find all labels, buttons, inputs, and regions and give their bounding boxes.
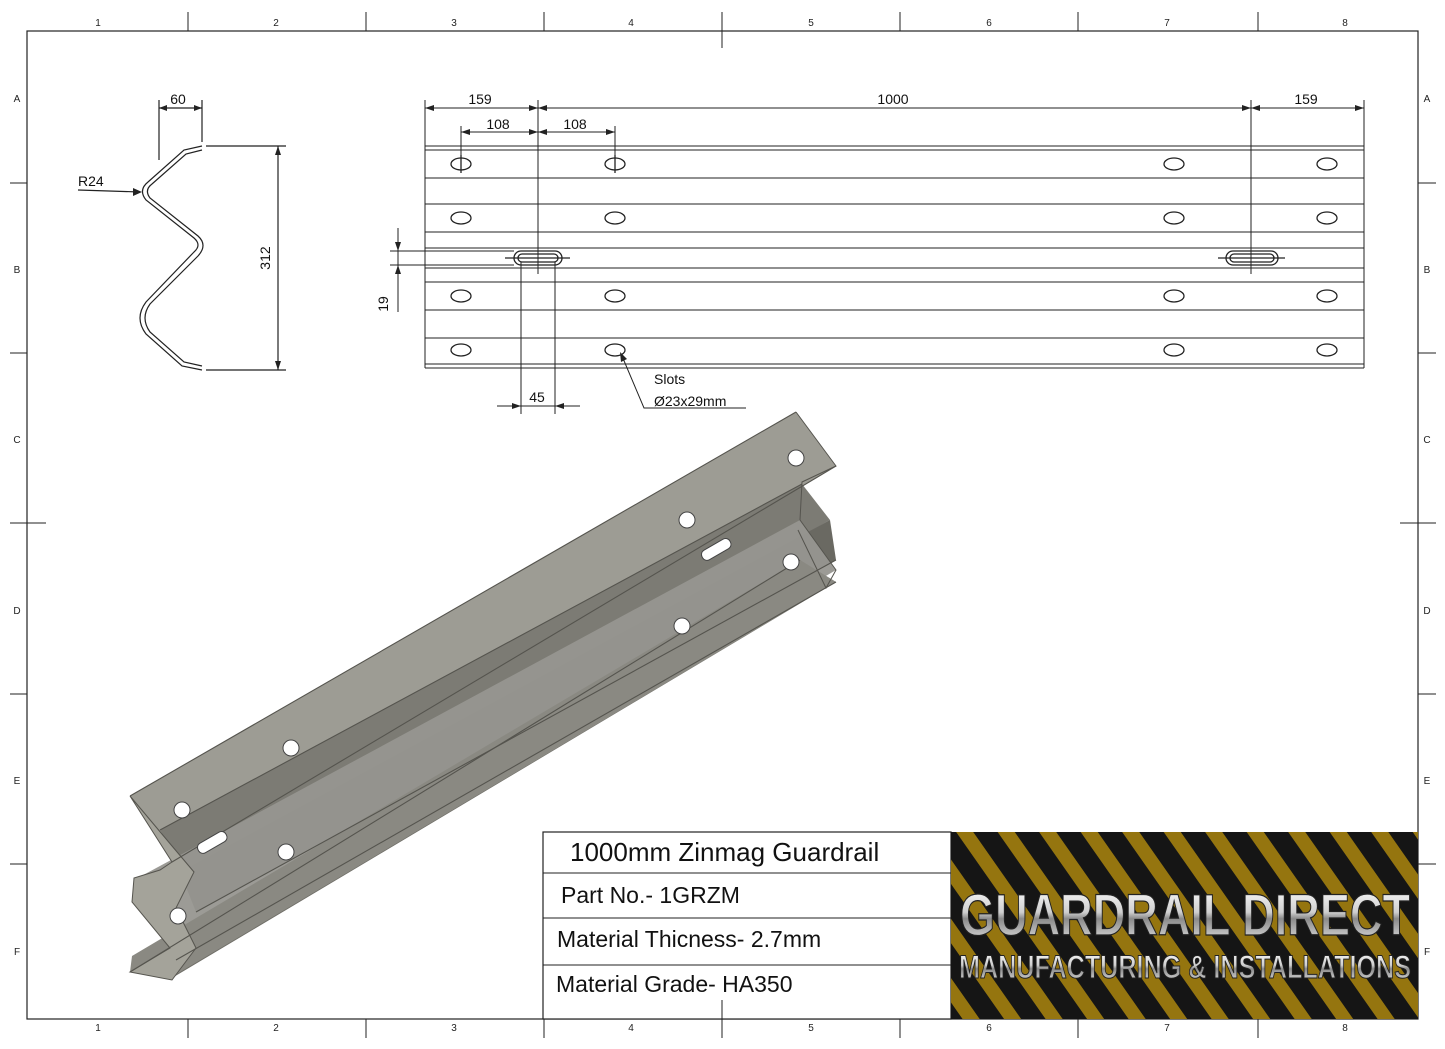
column-label-bottom: 7 bbox=[1164, 1023, 1170, 1034]
profile-height-dim: 312 bbox=[257, 246, 273, 270]
row-label-left: E bbox=[14, 776, 21, 787]
profile-view bbox=[77, 100, 286, 371]
row-label-right: D bbox=[1423, 606, 1430, 617]
splice-slots bbox=[505, 250, 1285, 266]
column-label-top: 2 bbox=[273, 18, 279, 29]
profile-radius-label: R24 bbox=[78, 173, 104, 189]
profile-outline-outer bbox=[139, 145, 203, 371]
dim-center-length: 1000 bbox=[877, 91, 908, 107]
column-label-top: 8 bbox=[1342, 18, 1348, 29]
profile-width-dim: 60 bbox=[170, 91, 186, 107]
row-label-left: A bbox=[14, 94, 21, 105]
column-label-bottom: 8 bbox=[1342, 1023, 1348, 1034]
column-label-bottom: 3 bbox=[451, 1023, 457, 1034]
row-label-right: B bbox=[1424, 265, 1431, 276]
slots-label: Slots bbox=[654, 371, 685, 387]
plan-view bbox=[390, 100, 1365, 414]
dim-slot-offset: 19 bbox=[375, 296, 391, 312]
bolt-holes bbox=[450, 155, 1338, 357]
column-label-bottom: 5 bbox=[808, 1023, 814, 1034]
row-label-left: F bbox=[14, 947, 20, 958]
column-label-top: 5 bbox=[808, 18, 814, 29]
dim-hole-right: 108 bbox=[563, 116, 587, 132]
row-label-left: B bbox=[14, 265, 21, 276]
dim-slot-length: 45 bbox=[529, 389, 545, 405]
dim-left-end: 159 bbox=[468, 91, 492, 107]
dim-right-end: 159 bbox=[1294, 91, 1318, 107]
column-label-bottom: 6 bbox=[986, 1023, 992, 1034]
column-label-top: 4 bbox=[628, 18, 634, 29]
row-label-right: E bbox=[1424, 776, 1431, 787]
profile-outline-inner bbox=[144, 149, 204, 367]
column-label-top: 3 bbox=[451, 18, 457, 29]
row-label-right: F bbox=[1424, 947, 1430, 958]
column-label-bottom: 2 bbox=[273, 1023, 279, 1034]
column-label-top: 1 bbox=[95, 18, 101, 29]
drawing-title: 1000mm Zinmag Guardrail bbox=[570, 837, 879, 867]
part-number: Part No.- 1GRZM bbox=[561, 882, 740, 908]
company-logo: GUARDRAIL DIRECT MANUFACTURING & INSTALL… bbox=[951, 832, 1418, 1019]
column-label-top: 7 bbox=[1164, 18, 1170, 29]
dim-hole-left: 108 bbox=[486, 116, 510, 132]
material-thickness: Material Thicness- 2.7mm bbox=[557, 926, 821, 952]
material-grade: Material Grade- HA350 bbox=[556, 971, 793, 997]
column-label-bottom: 1 bbox=[95, 1023, 101, 1034]
guardrail-3d-render bbox=[128, 411, 837, 981]
logo-line-1: GUARDRAIL DIRECT bbox=[960, 883, 1410, 948]
row-label-right: C bbox=[1423, 435, 1430, 446]
logo-line-2: MANUFACTURING & INSTALLATIONS bbox=[959, 949, 1411, 985]
row-label-right: A bbox=[1424, 94, 1431, 105]
row-label-left: C bbox=[13, 435, 20, 446]
row-label-left: D bbox=[13, 606, 20, 617]
slots-size: Ø23x29mm bbox=[654, 393, 726, 409]
title-block: 1000mm Zinmag Guardrail Part No.- 1GRZM … bbox=[542, 831, 952, 1020]
column-label-top: 6 bbox=[986, 18, 992, 29]
column-label-bottom: 4 bbox=[628, 1023, 634, 1034]
